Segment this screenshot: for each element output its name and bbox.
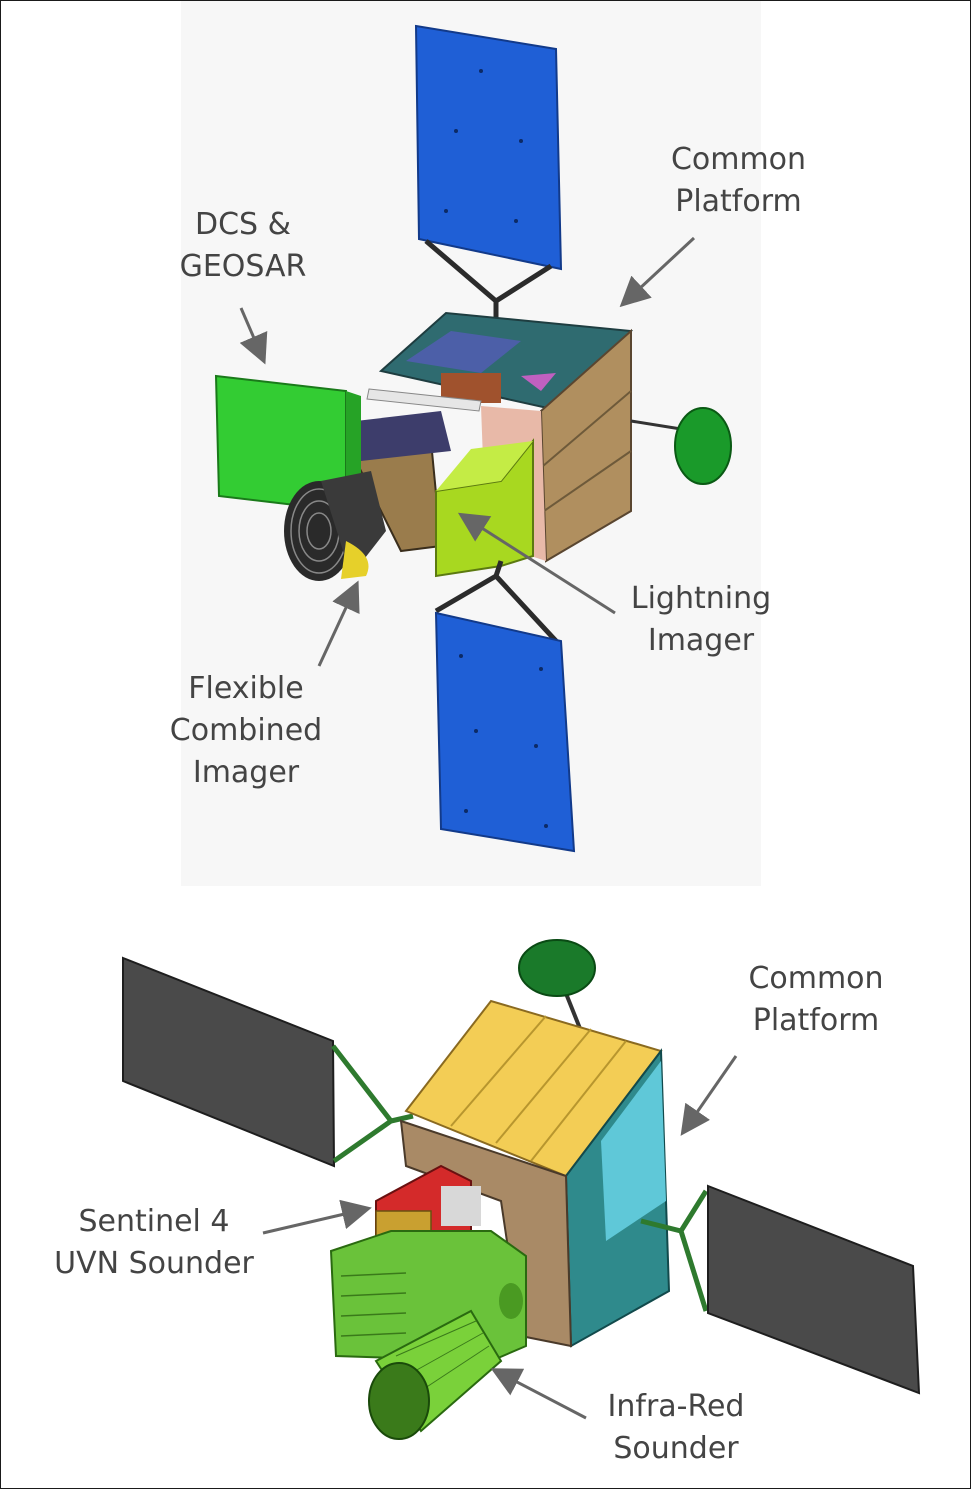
bottom-satellite	[122, 939, 921, 1440]
top-solar-panel-upper	[414, 24, 563, 271]
label-lightning-imager: Lightning Imager	[630, 581, 772, 658]
bottom-solar-boom-left	[331, 1044, 414, 1164]
bottom-solar-boom-right	[640, 1189, 709, 1312]
top-arrow-fci	[317, 580, 360, 667]
label-infra-red-sounder: Infra-Red Sounder	[607, 1389, 745, 1466]
top-arrow-lightning-imager	[457, 512, 616, 615]
bottom-solar-panel-right	[707, 1184, 921, 1395]
label-top-common-platform: Common Platform	[670, 142, 807, 219]
label-dcs-geosar: DCS & GEOSAR	[179, 207, 307, 284]
bottom-arrow-irs	[490, 1368, 587, 1420]
bottom-irs-telescope	[368, 1309, 503, 1440]
top-solar-boom-lower	[434, 560, 558, 643]
top-fci-telescope	[284, 471, 386, 581]
bottom-arrow-sentinel4	[262, 1199, 372, 1235]
top-solar-panel-lower	[434, 611, 576, 853]
label-flexible-combined-imager: Flexible Combined Imager	[169, 671, 323, 790]
top-arrow-common-platform	[619, 236, 696, 308]
top-arrow-dcs-geosar	[239, 307, 268, 365]
top-antenna-dish	[674, 407, 732, 485]
bottom-antenna-dish	[518, 939, 596, 997]
top-satellite	[214, 24, 732, 853]
label-bottom-common-platform: Common Platform	[748, 961, 884, 1038]
bottom-solar-panel-left	[122, 956, 336, 1168]
bottom-arrow-common-platform	[680, 1055, 738, 1136]
label-sentinel4-uvn-sounder: Sentinel 4 UVN Sounder	[54, 1204, 254, 1281]
